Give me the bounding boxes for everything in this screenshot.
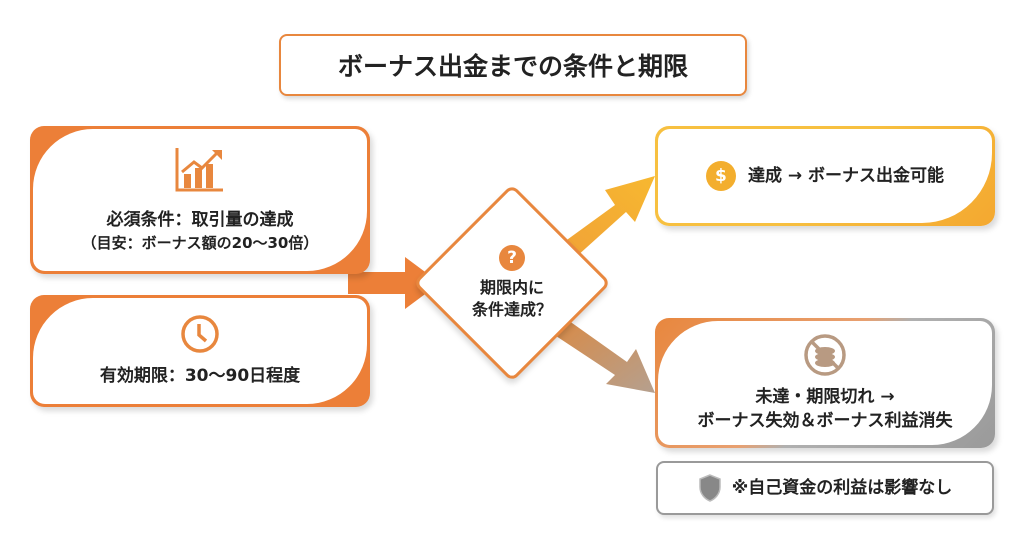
no-coins-icon: [804, 334, 846, 376]
shield-icon: [698, 474, 721, 502]
decision-text: ? 期限内に 条件達成？: [442, 225, 582, 341]
success-card: $ 達成 → ボーナス出金可能: [655, 126, 995, 226]
arrow-to-decision: [348, 257, 440, 309]
note-text: ※自己資金の利益は影響なし: [731, 478, 953, 498]
decision-line1: 期限内に: [479, 278, 544, 297]
expiry-text: 有効期限：30〜90日程度: [99, 366, 301, 386]
note-box: ※自己資金の利益は影響なし: [656, 461, 994, 515]
failure-line2: ボーナス失効＆ボーナス利益消失: [697, 411, 953, 431]
arrow-to-success: [553, 176, 655, 266]
expiry-card: 有効期限：30〜90日程度: [30, 295, 370, 407]
decision-line2: 条件達成？: [471, 300, 552, 319]
requirement-text: 必須条件：取引量の達成: [106, 210, 294, 230]
requirement-subtext: （目安：ボーナス額の20〜30倍）: [81, 234, 319, 252]
failure-card: 未達・期限切れ → ボーナス失効＆ボーナス利益消失: [655, 318, 995, 448]
arrow-to-failure: [553, 318, 655, 393]
diagram-title: ボーナス出金までの条件と期限: [279, 34, 747, 96]
chart-growth-icon: [175, 148, 223, 192]
requirement-card: 必須条件：取引量の達成 （目安：ボーナス額の20〜30倍）: [30, 126, 370, 274]
failure-line1: 未達・期限切れ →: [755, 387, 895, 407]
money-bag-icon: $: [705, 161, 736, 191]
success-text: 達成 → ボーナス出金可能: [747, 166, 945, 186]
question-icon: ?: [499, 245, 525, 271]
clock-icon: [181, 315, 219, 353]
